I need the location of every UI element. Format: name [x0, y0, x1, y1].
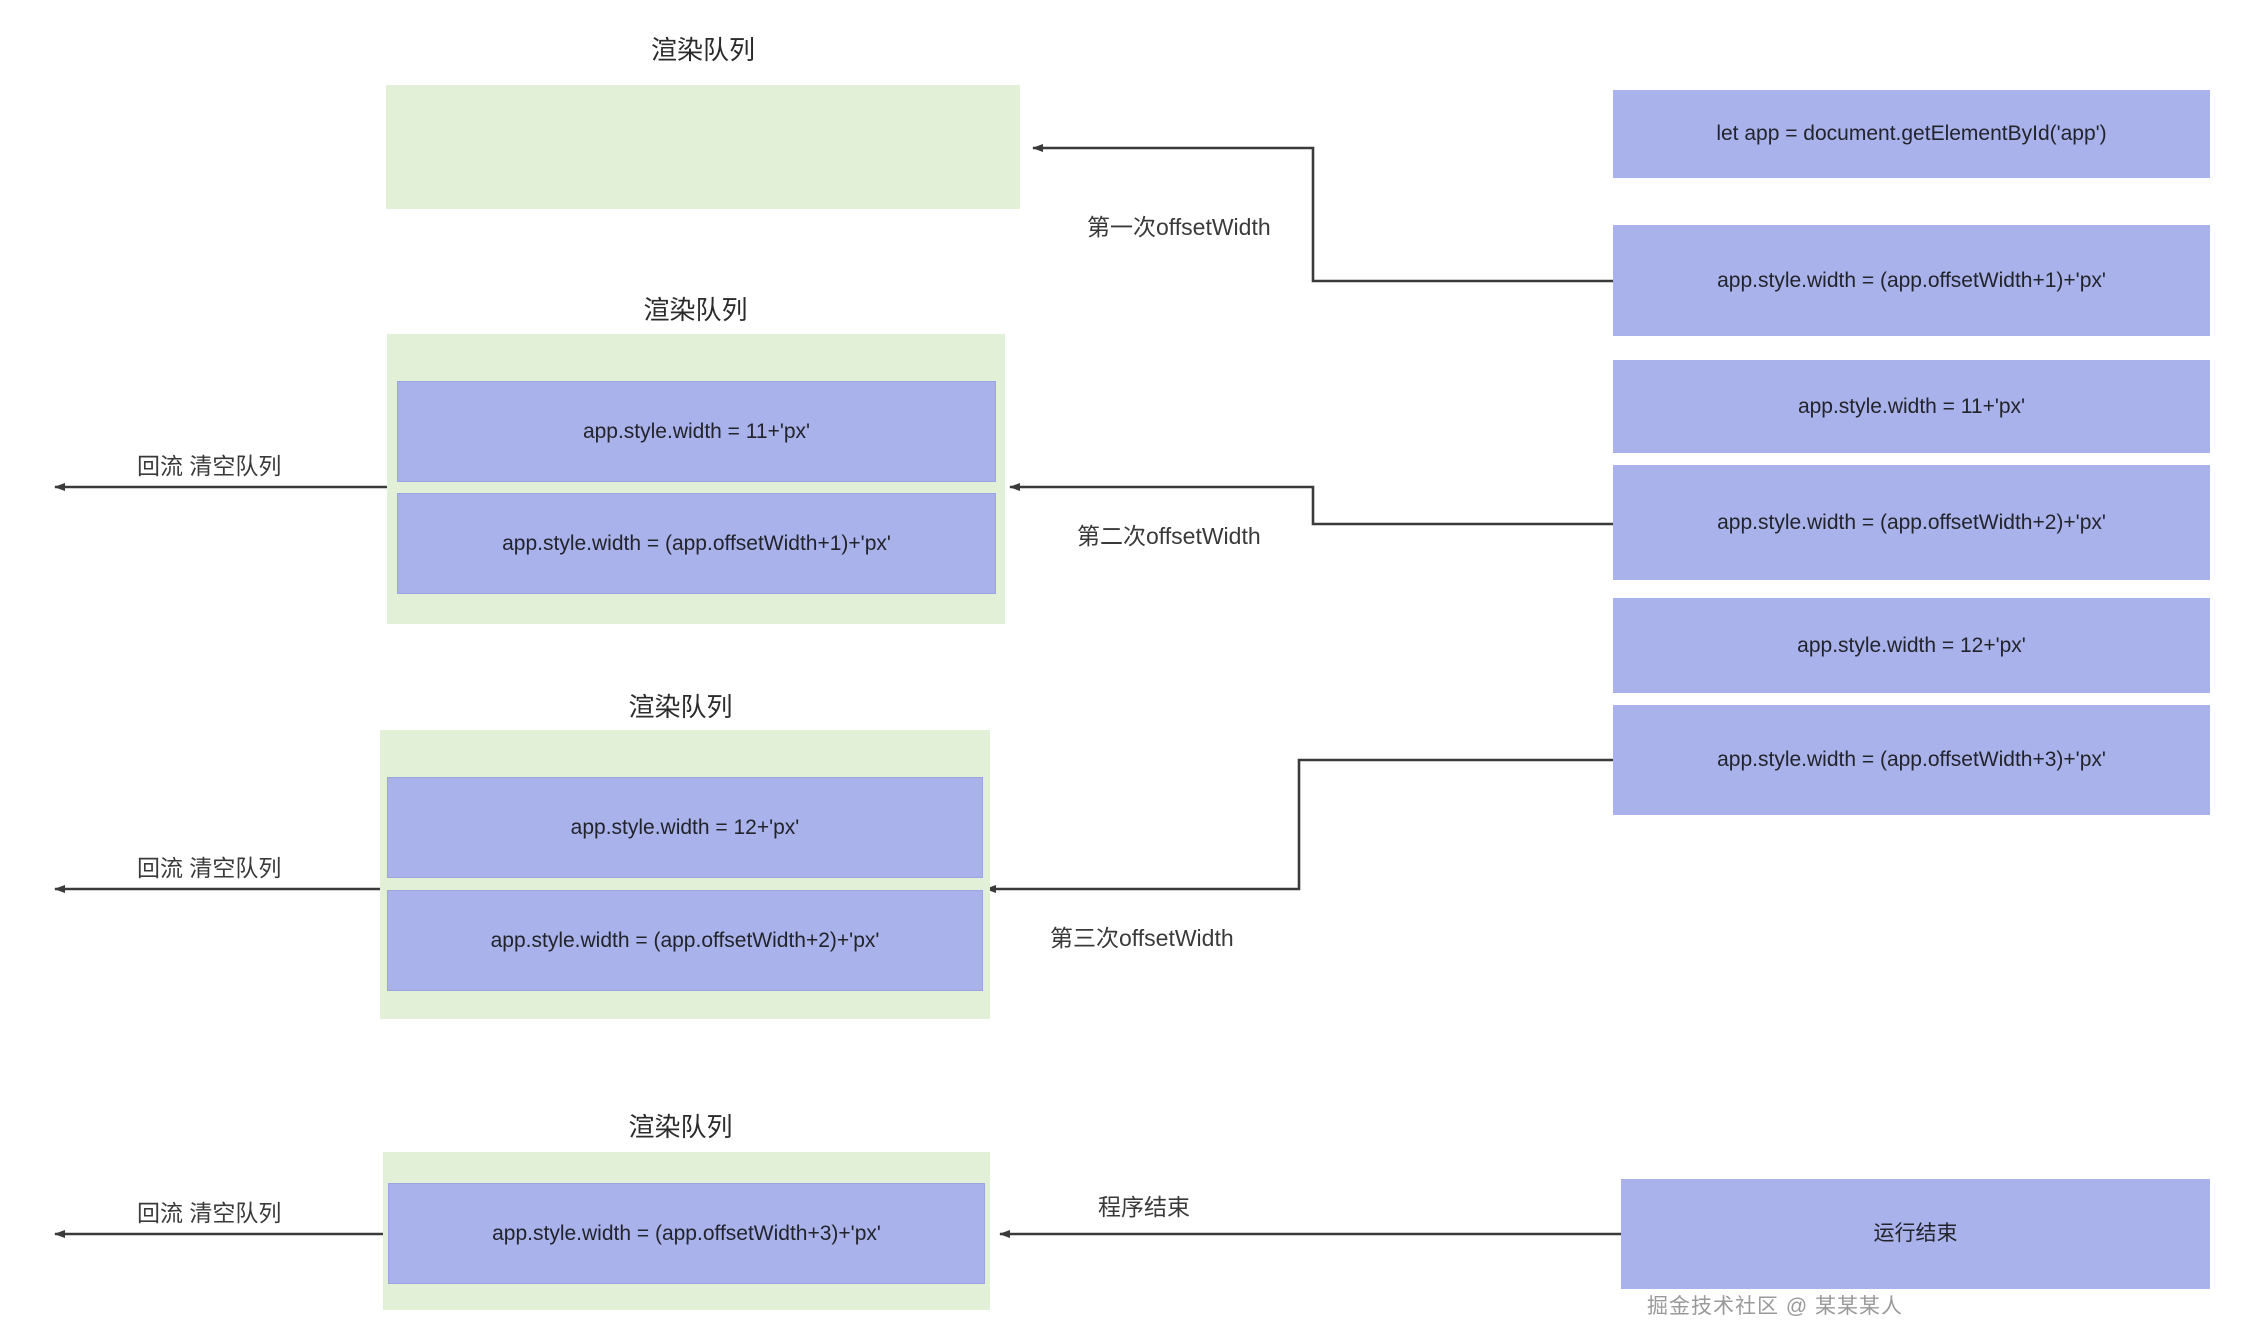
queue-title-stage-1: 渲染队列 [650, 35, 755, 65]
script-step-4: app.style.width = 12+'px' [1613, 598, 2210, 693]
queue-title-stage-3: 渲染队列 [628, 692, 733, 722]
reflow-label-stage-4: 回流 清空队列 [137, 1200, 282, 1226]
edge-label-second-offsetwidth: 第二次offsetWidth [1077, 523, 1261, 549]
queue-item-stage-2-0: app.style.width = 11+'px' [397, 381, 996, 482]
script-step-0: let app = document.getElementById('app') [1613, 90, 2210, 178]
script-step-2: app.style.width = 11+'px' [1613, 360, 2210, 453]
queue-item-stage-3-1: app.style.width = (app.offsetWidth+2)+'p… [387, 890, 983, 991]
queue-title-stage-4: 渲染队列 [628, 1112, 733, 1142]
script-step-5: app.style.width = (app.offsetWidth+3)+'p… [1613, 705, 2210, 815]
edge-label-third-offsetwidth: 第三次offsetWidth [1050, 925, 1234, 951]
script-step-1: app.style.width = (app.offsetWidth+1)+'p… [1613, 225, 2210, 336]
script-step-3: app.style.width = (app.offsetWidth+2)+'p… [1613, 465, 2210, 580]
edge-label-first-offsetwidth: 第一次offsetWidth [1087, 214, 1271, 240]
queue-container-stage-1 [386, 85, 1020, 209]
wire-third-offsetwidth [985, 758, 1613, 893]
reflow-label-stage-3: 回流 清空队列 [137, 855, 282, 881]
edge-label-program-end: 程序结束 [1098, 1194, 1190, 1220]
queue-title-stage-2: 渲染队列 [643, 295, 748, 325]
queue-item-stage-4-0: app.style.width = (app.offsetWidth+3)+'p… [388, 1183, 985, 1284]
queue-item-stage-3-0: app.style.width = 12+'px' [387, 777, 983, 878]
end-node: 运行结束 [1621, 1179, 2210, 1289]
watermark: 掘金技术社区 @ 某某某人 [1647, 1295, 1903, 1318]
reflow-label-stage-2: 回流 清空队列 [137, 453, 282, 479]
queue-item-stage-2-1: app.style.width = (app.offsetWidth+1)+'p… [397, 493, 996, 594]
